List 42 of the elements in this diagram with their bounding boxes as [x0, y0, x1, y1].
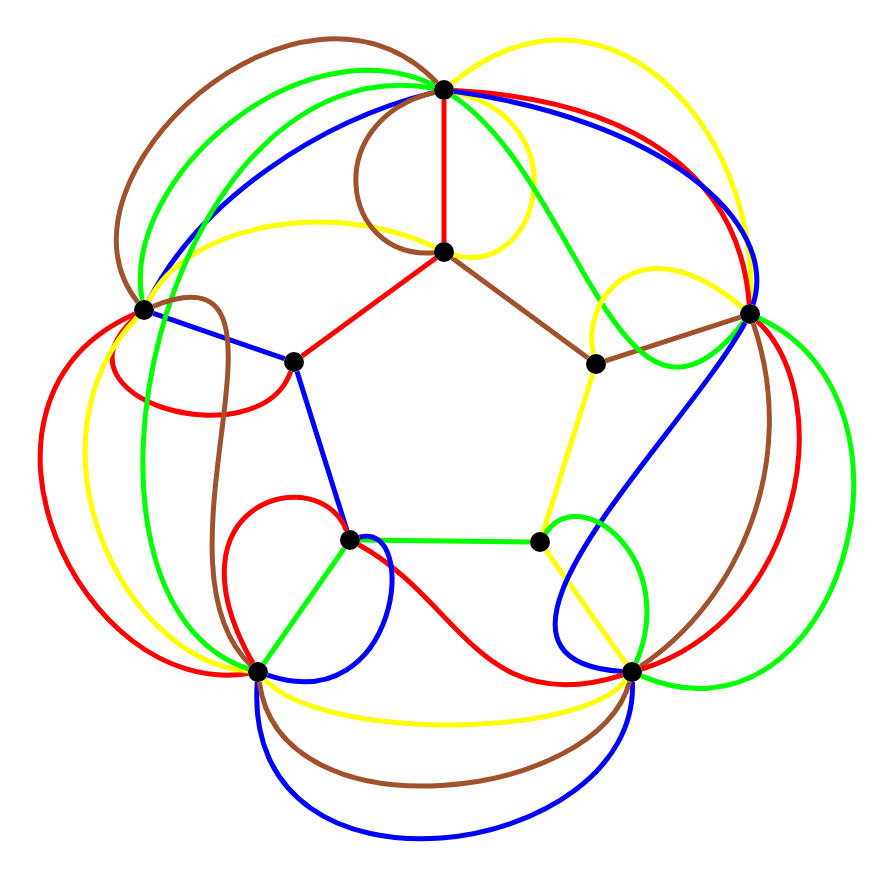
- edge-curve: [254, 681, 635, 841]
- edge-curve: [450, 37, 753, 305]
- edge-curve: [604, 314, 742, 364]
- edge-curve: [294, 370, 350, 532]
- edge-curve: [450, 93, 746, 369]
- edge-curve: [640, 316, 856, 691]
- edge-curve: [140, 85, 435, 671]
- edge-curve: [256, 680, 632, 788]
- edge-curve: [83, 315, 249, 674]
- edge-curve: [38, 311, 249, 677]
- edge-curve: [540, 372, 596, 534]
- edge-curve: [589, 266, 744, 355]
- edge-curve: [300, 255, 438, 359]
- edge-curve: [266, 534, 395, 684]
- edge-curve: [114, 37, 439, 304]
- edge-curve: [263, 677, 628, 728]
- edge-curve: [152, 310, 286, 362]
- vertex-dot: [530, 532, 550, 552]
- edge-curve: [638, 322, 772, 669]
- vertex-dot: [622, 662, 642, 682]
- edge-curve: [222, 495, 349, 665]
- edge-curve: [441, 100, 447, 242]
- edge-curve: [553, 321, 748, 674]
- edge-curve: [450, 255, 590, 361]
- edge-curve: [359, 537, 531, 545]
- vertex-dot: [434, 242, 454, 262]
- edge-curve: [152, 295, 253, 667]
- edge-curve: [543, 548, 629, 666]
- vertex-dot: [740, 304, 760, 324]
- vertex-dot: [434, 80, 454, 100]
- vertex-dot: [586, 354, 606, 374]
- edge-curve: [261, 546, 347, 666]
- vertex-dot: [340, 530, 360, 550]
- vertex-dot: [134, 300, 154, 320]
- edge-curve: [543, 514, 650, 664]
- edge-curve: [357, 542, 624, 688]
- vertex-dot: [284, 352, 304, 372]
- edge-curve: [640, 319, 802, 672]
- edge-curve: [452, 89, 537, 260]
- edge-curve: [146, 219, 437, 303]
- edge-curve: [353, 90, 436, 256]
- edge-curve: [109, 314, 293, 418]
